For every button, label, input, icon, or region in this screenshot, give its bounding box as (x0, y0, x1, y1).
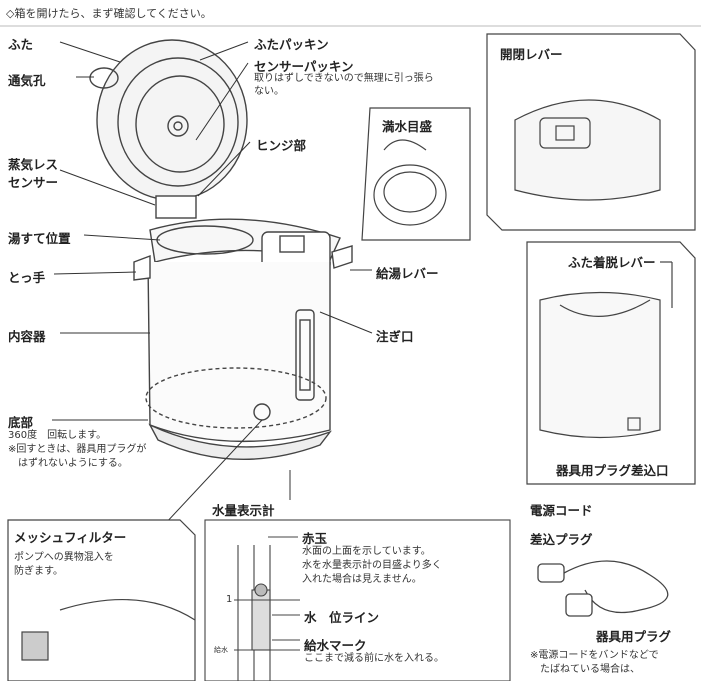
label-futa: ふた (8, 37, 34, 52)
label-sosogi: 注ぎ口 (376, 329, 414, 344)
pot-illustration (89, 39, 353, 460)
header-note: ◇箱を開けたら、まず確認してください。 (6, 7, 212, 20)
label-tsukiko: 通気孔 (8, 73, 46, 88)
gauge-small-label: 給水 (214, 646, 228, 654)
label-futa-chakudatsu: ふた着脱レバー (568, 255, 656, 270)
label-teibu: 底部 (8, 415, 34, 430)
power-cord-illustration (537, 560, 669, 617)
kaihei-inset (486, 33, 696, 231)
label-kyuto-lever: 給湯レバー (376, 266, 439, 281)
label-hinge: ヒンジ部 (256, 138, 307, 153)
mansui-inset (361, 107, 471, 241)
label-sashikomi-plug: 差込プラグ (530, 532, 593, 547)
teibu-note-2: ※回すときは、器具用プラグが (8, 444, 147, 455)
kyusui-note: ここまで減る前に水を入れる。 (304, 653, 444, 664)
label-steamless-2: センサー (8, 175, 59, 190)
label-totte: とっ手 (8, 270, 46, 285)
label-kigu-plug: 器具用プラグ (596, 629, 672, 644)
teibu-note-3: はずれないようにする。 (18, 458, 128, 469)
cord-note-2: たばねている場合は、 (540, 664, 640, 675)
akadama-note-3: 入れた場合は見えません。 (302, 574, 422, 585)
futa-chakudatsu-inset (526, 241, 696, 485)
mesh-note-1: ポンプへの異物混入を (14, 552, 114, 563)
label-suii-line: 水 位ライン (304, 610, 380, 625)
label-naiyoki: 内容器 (8, 329, 46, 344)
akadama-note-1: 水面の上面を示しています。 (302, 546, 431, 557)
sensor-note-2: ない。 (254, 86, 284, 97)
mesh-note-2: 防ぎます。 (14, 566, 63, 577)
label-suiryo: 水量表示計 (212, 503, 275, 518)
label-mesh-filter: メッシュフィルター (14, 530, 127, 545)
sensor-note-1: 取りはずしできないので無理に引っ張ら (254, 73, 434, 84)
gauge-inset (204, 519, 511, 681)
mesh-filter-illustration (7, 519, 196, 681)
label-sensor-packing: センサーパッキン (254, 59, 354, 74)
label-akadama: 赤玉 (302, 531, 328, 546)
label-yusute: 湯すて位置 (8, 231, 71, 246)
akadama-note-2: 水を水量表示計の目盛より多く (302, 560, 442, 571)
label-kigu-plug-sashikomi: 器具用プラグ差込口 (556, 463, 669, 478)
gauge-number: 1 (226, 594, 233, 605)
label-steamless-1: 蒸気レス (8, 157, 59, 172)
label-mansui: 満水目盛 (382, 119, 433, 134)
label-kaihei-lever: 開閉レバー (500, 47, 563, 62)
label-kyusui-mark: 給水マーク (304, 638, 367, 653)
label-dengen-cord: 電源コード (530, 503, 593, 518)
cord-note-1: ※電源コードをバンドなどで (530, 650, 659, 661)
teibu-note-1: 360度 回転します。 (8, 430, 107, 441)
label-futa-packing: ふたパッキン (254, 37, 329, 52)
